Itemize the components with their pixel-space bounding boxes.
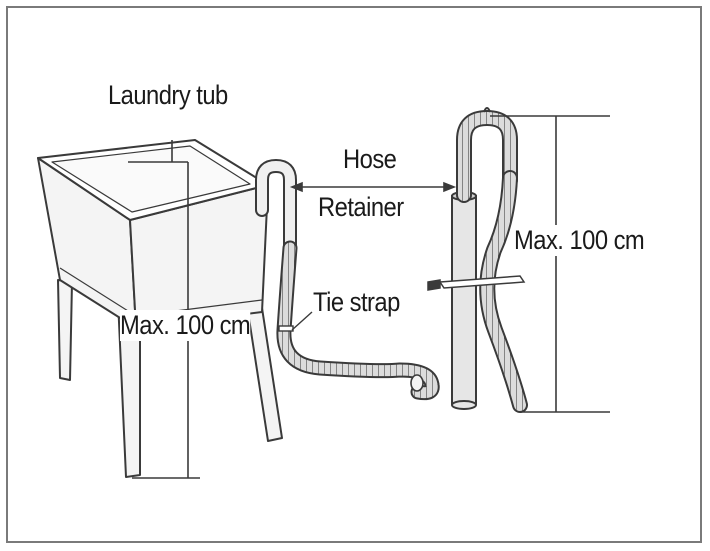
tub-hose	[255, 158, 440, 401]
laundry-tub	[37, 139, 283, 478]
hose-label: Hose	[343, 144, 397, 174]
hose-retainer-arrow	[289, 181, 457, 193]
standpipe-body	[451, 195, 477, 409]
tub-rim-inner	[51, 145, 251, 213]
tub-hose-end	[410, 374, 424, 392]
standpipe-hose-loop	[483, 107, 491, 113]
tie-strap-leader	[291, 311, 313, 331]
standpipe-bottom	[451, 400, 477, 410]
max-height-left-label: Max. 100 cm	[120, 310, 251, 341]
right-dimension-line	[490, 115, 610, 413]
tub-leg-back-left	[57, 279, 73, 381]
tub-tie-strap	[278, 325, 294, 332]
tie-strap-label: Tie strap	[313, 287, 400, 317]
standpipe-tie-strap	[427, 275, 526, 291]
retainer-label: Retainer	[318, 192, 404, 222]
standpipe-hose	[456, 107, 528, 413]
standpipe	[451, 191, 477, 410]
max-height-right-label: Max. 100 cm	[514, 225, 645, 256]
laundry-tub-label: Laundry tub	[108, 80, 228, 110]
